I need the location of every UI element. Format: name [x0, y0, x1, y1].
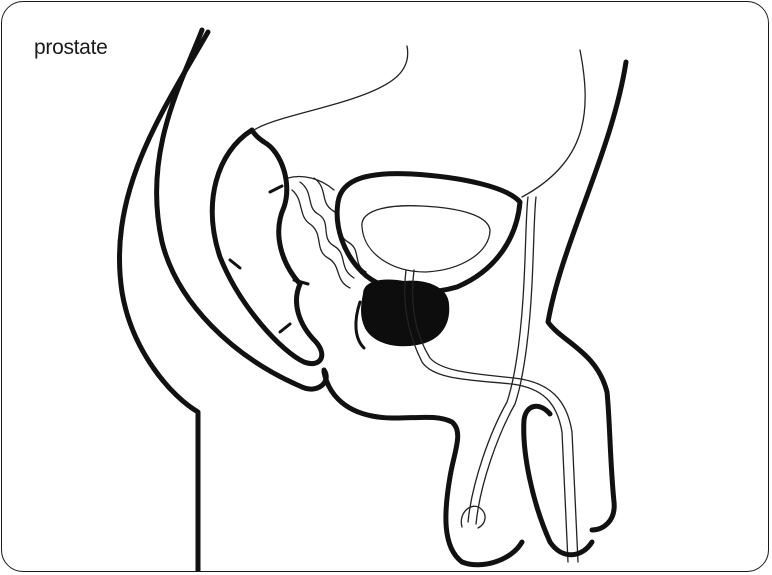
bladder-inner: [362, 206, 490, 272]
rectum-wall: [212, 130, 321, 364]
rectum-fold-3: [294, 280, 308, 284]
peritoneum-line: [254, 46, 408, 130]
rectum-fold-2: [270, 186, 282, 192]
seminal-vesicle-outer: [288, 177, 334, 191]
scrotum-outline: [324, 372, 522, 565]
front-body-outline: [548, 62, 626, 530]
epididymis: [461, 506, 485, 528]
back-outline: [119, 32, 208, 572]
seminal-vesicle-1: [300, 182, 354, 278]
abdomen-inner-line: [522, 50, 585, 197]
rectum-fold-4: [280, 324, 290, 332]
vas-deferens-left: [468, 197, 528, 522]
penis-outline: [524, 406, 592, 554]
bladder-outer: [337, 174, 520, 292]
rectum-fold-1: [230, 260, 240, 268]
